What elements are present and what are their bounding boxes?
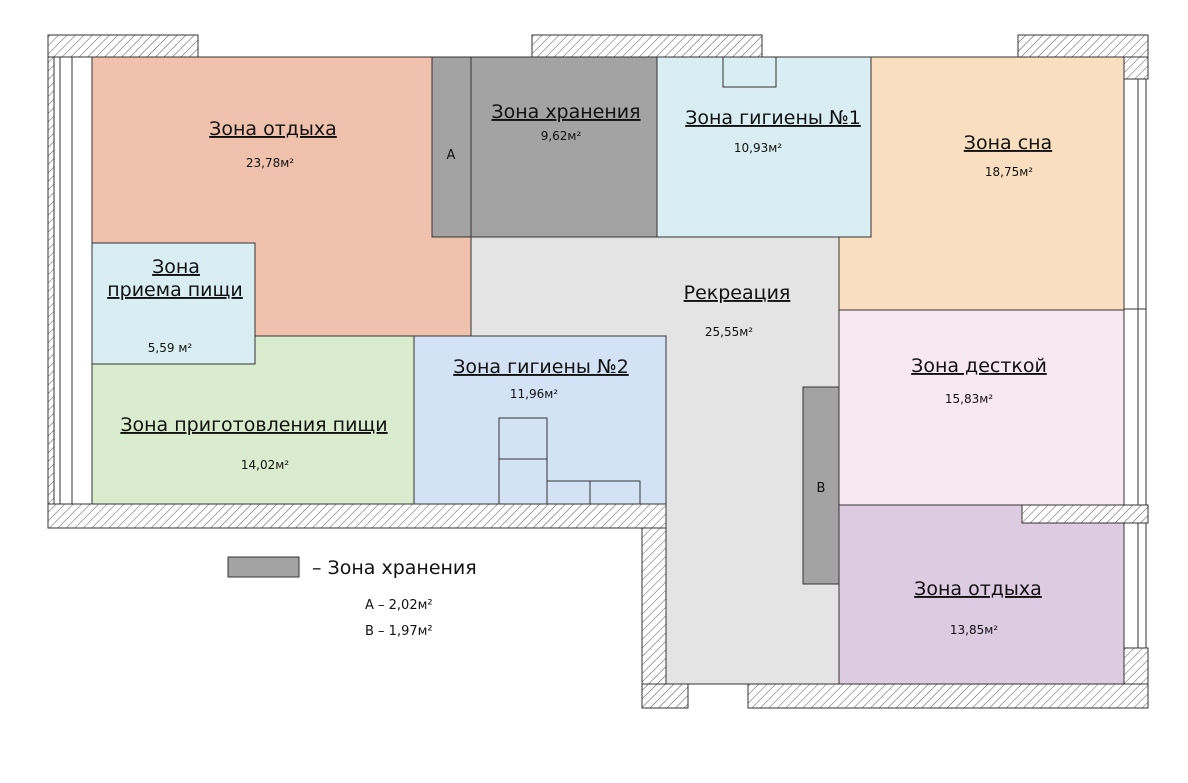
zone-cooking-area: 14,02м² <box>241 458 289 472</box>
zone-hygiene-2-area: 11,96м² <box>510 387 558 401</box>
zone-dining-title-line2: приема пищи <box>107 279 243 301</box>
window-right-2 <box>1123 308 1147 506</box>
zone-storage-area: 9,62м² <box>541 129 582 143</box>
wall-top-mid <box>531 34 763 58</box>
zone-sleep-title: Зона сна <box>964 132 1052 154</box>
labels: Зона отдыха 23,78м² A Зона хранения 9,62… <box>107 101 1052 637</box>
storage-tag-b: B <box>817 481 826 496</box>
zone-dining-area: 5,59 м² <box>148 341 193 355</box>
zone-kids-title: Зона десткой <box>911 355 1047 377</box>
wall-top-left <box>47 34 199 58</box>
wall-right-bottom <box>1123 647 1149 685</box>
legend-item-a: А – 2,02м² <box>365 598 433 613</box>
storage-tag-b-block[interactable] <box>802 386 840 585</box>
zone-storage[interactable] <box>470 56 658 238</box>
window-right-3 <box>1123 522 1147 649</box>
wall-bottom-corridor <box>641 683 689 709</box>
wall-bottom-stub <box>641 527 667 709</box>
zone-kids-area: 15,83м² <box>945 392 993 406</box>
wall-bottom-right <box>747 683 1149 709</box>
zone-kids[interactable] <box>838 309 1125 506</box>
storage-tag-a: A <box>447 148 456 163</box>
storage-tag-a-block[interactable] <box>431 56 472 238</box>
window-right-1 <box>1123 78 1147 310</box>
zone-dining[interactable] <box>91 242 256 365</box>
zone-cooking-title: Зона приготовления пищи <box>120 414 387 436</box>
zone-hygiene-1-title: Зона гигиены №1 <box>685 107 861 129</box>
hygiene-2-fixtures <box>498 417 641 505</box>
zone-rest-main-title: Зона отдыха <box>209 118 337 140</box>
zone-sleep[interactable] <box>838 56 1125 311</box>
wall-right-partition <box>1021 504 1149 524</box>
zone-rest-main-area: 23,78м² <box>246 156 294 170</box>
legend-item-b: В – 1,97м² <box>365 624 433 639</box>
zone-hygiene-2-title: Зона гигиены №2 <box>453 356 629 378</box>
walls <box>47 34 1149 709</box>
window-left <box>53 56 73 505</box>
legend-swatch-storage <box>227 556 300 578</box>
zone-cooking[interactable] <box>91 335 415 505</box>
zone-hygiene-2[interactable] <box>413 335 667 505</box>
zone-recreation-title: Рекреация <box>684 282 791 304</box>
legend-text: – Зона хранения <box>312 557 477 579</box>
zone-rest-second-title: Зона отдыха <box>914 578 1042 600</box>
zone-sleep-area: 18,75м² <box>985 165 1033 179</box>
wall-right-top <box>1123 56 1149 80</box>
legend: – Зона хранения А – 2,02м² В – 1,97м² <box>227 556 477 639</box>
zone-hygiene-1-area: 10,93м² <box>734 141 782 155</box>
rooms <box>91 56 1125 685</box>
zone-storage-title: Зона хранения <box>491 101 640 123</box>
zone-rest-second-area: 13,85м² <box>950 623 998 637</box>
wall-left-top-corner <box>47 56 55 505</box>
wall-top-right <box>1017 34 1149 58</box>
zone-dining-title-line1: Зона <box>152 256 200 278</box>
wall-bottom-left <box>47 503 667 529</box>
zone-recreation-area: 25,55м² <box>705 325 753 339</box>
hygiene-1-fixture <box>722 56 777 88</box>
zone-rest-second[interactable] <box>838 504 1125 685</box>
